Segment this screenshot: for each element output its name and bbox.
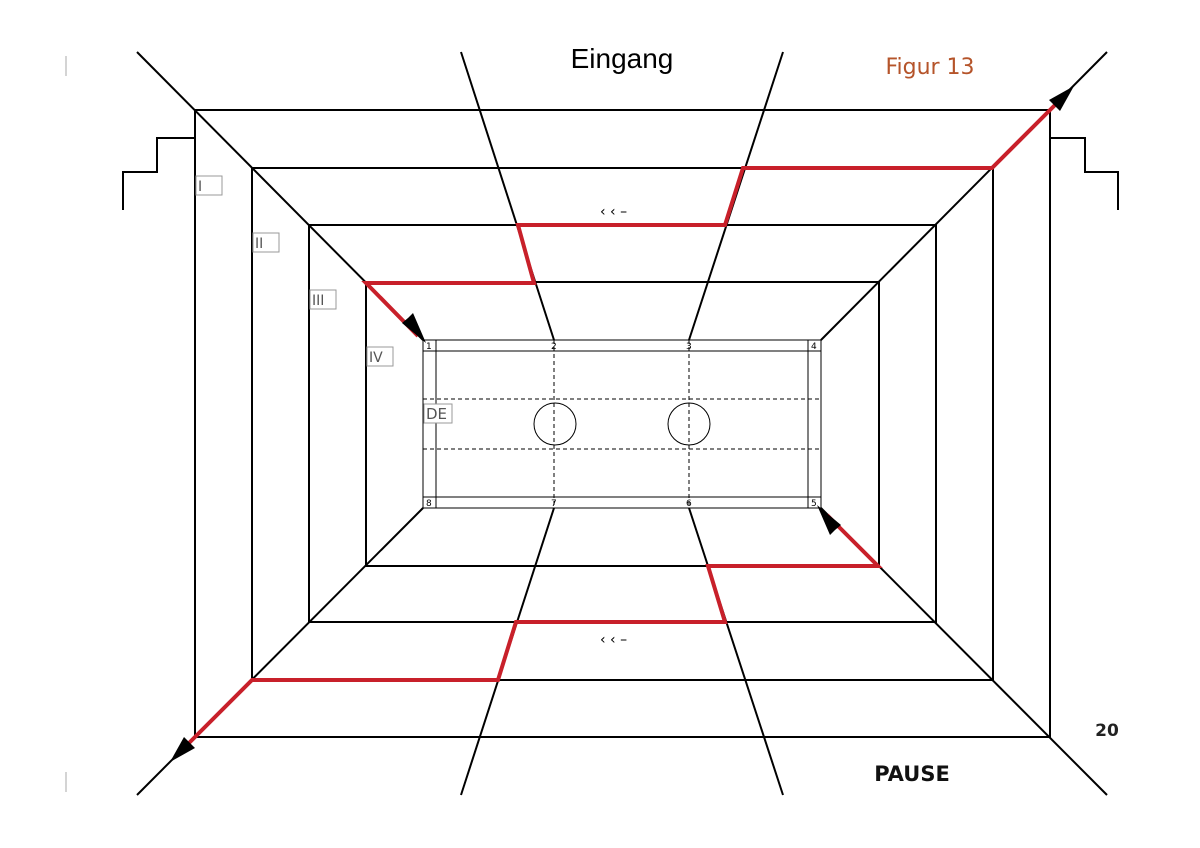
corner-number: 7 bbox=[551, 499, 557, 509]
center-court bbox=[422, 339, 822, 509]
ring-label-ii: II bbox=[255, 236, 263, 252]
diagonal-lines bbox=[136, 51, 1108, 796]
arrowhead-exit-bottom-left bbox=[170, 737, 195, 762]
page-number: 20 bbox=[1095, 721, 1119, 741]
start-marker-top bbox=[402, 313, 426, 343]
corner-number: 4 bbox=[811, 342, 817, 352]
title-entrance: Eingang bbox=[571, 43, 674, 74]
corner-number: 2 bbox=[551, 342, 557, 352]
arrowhead-exit-top-right bbox=[1049, 86, 1074, 111]
court-circle-left bbox=[533, 402, 577, 446]
corner-number: 6 bbox=[686, 499, 692, 509]
court-label: DE bbox=[426, 405, 447, 423]
ring-label-iv: IV bbox=[369, 350, 383, 366]
footer-pause-label: PAUSE bbox=[874, 762, 950, 786]
walking-path bbox=[180, 96, 1064, 752]
corner-number: 8 bbox=[426, 499, 432, 509]
ring-label-iii: III bbox=[312, 293, 324, 309]
radial-lines bbox=[460, 51, 784, 796]
entry-steps-left bbox=[122, 137, 195, 210]
path-arrowheads bbox=[170, 86, 1074, 762]
corner-number: 3 bbox=[686, 342, 692, 352]
figure-label: Figur 13 bbox=[885, 55, 974, 80]
ring-label-i: I bbox=[198, 179, 202, 195]
start-marker-bottom bbox=[817, 505, 841, 535]
ring-labels: I II III IV DE bbox=[195, 175, 453, 424]
corner-number: 5 bbox=[811, 499, 817, 509]
court-corner-numbers: 1 2 3 4 5 6 7 8 bbox=[426, 342, 817, 509]
court-circle-right bbox=[667, 402, 711, 446]
entry-steps-right bbox=[1050, 137, 1119, 210]
direction-mark-top: ‹ ‹ – bbox=[600, 204, 627, 220]
corner-number: 1 bbox=[426, 342, 432, 352]
direction-mark-bottom: ‹ ‹ – bbox=[600, 632, 627, 648]
